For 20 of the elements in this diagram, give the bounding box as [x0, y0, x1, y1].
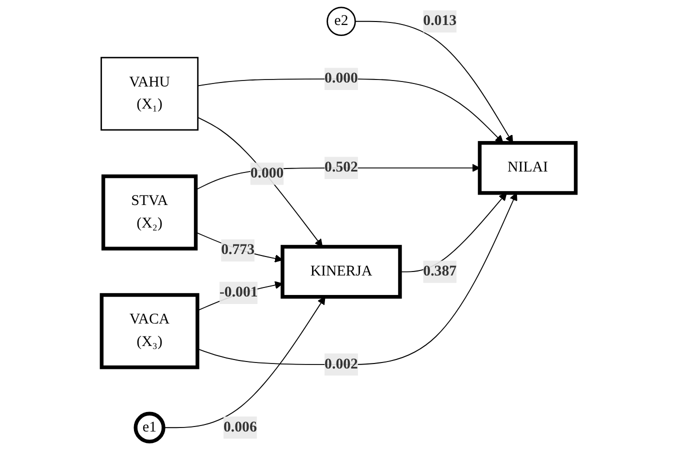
edge-label: 0.773	[221, 242, 255, 258]
node-circle	[134, 412, 166, 444]
arrow	[197, 78, 504, 144]
edge-label: 0.387	[423, 263, 457, 280]
node-box	[478, 141, 578, 195]
node-box	[280, 244, 402, 299]
edge-label: 0.000	[250, 165, 284, 182]
node-box	[101, 174, 198, 250]
edge-label: 0.013	[423, 13, 457, 29]
edge-label: -0.001	[219, 284, 258, 300]
edge-label: 0.006	[223, 419, 257, 436]
edge-label: 0.000	[324, 70, 358, 86]
node-box	[100, 56, 199, 131]
node-circle	[326, 6, 356, 36]
node-box	[100, 293, 200, 370]
edge-label: 0.502	[324, 160, 358, 176]
arrow	[354, 20, 514, 144]
arrow	[197, 117, 323, 248]
edge-label: 0.002	[324, 356, 358, 372]
arrow	[163, 296, 326, 428]
